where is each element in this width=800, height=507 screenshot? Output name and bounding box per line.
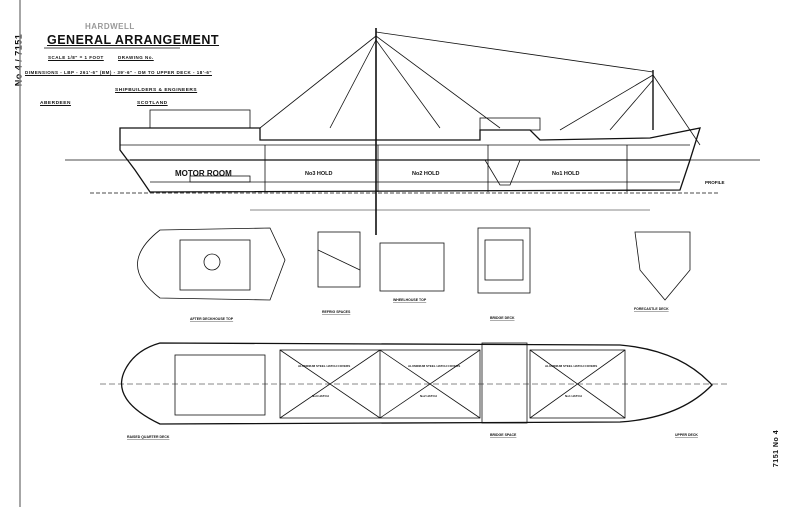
- drawing-title: GENERAL ARRANGEMENT: [47, 33, 220, 47]
- hatch-cover-label: ALUMINIUM STEEL HATCH COVERS: [298, 364, 350, 368]
- plan-view-hull: [100, 342, 730, 425]
- after-deckhouse-top-view: [137, 227, 286, 301]
- profile-hull: [65, 109, 760, 211]
- hatch-cover-label: ALUMINIUM STEEL HATCH COVERS: [408, 364, 460, 368]
- hatch-label: No2 HATCH: [420, 394, 437, 398]
- header-faint: HARDWELL: [85, 22, 135, 31]
- hatch-cover-label: ALUMINIUM STEEL HATCH COVERS: [545, 364, 597, 368]
- drawing-number: DRAWING No.: [118, 55, 154, 60]
- builder-text: SHIPBUILDERS & ENGINEERS: [115, 88, 198, 93]
- label-bridge-space: BRIDGE SPACE: [490, 433, 517, 437]
- rigging: [259, 28, 701, 235]
- wheelhouse-top-view: [379, 242, 445, 292]
- label-profile: PROFILE: [705, 180, 725, 185]
- city-text: ABERDEEN: [40, 101, 71, 106]
- label-refrig-spaces: REFRIG SPACES: [322, 310, 351, 314]
- label-after-deckhouse-top: AFTER DECKHOUSE TOP: [190, 317, 234, 321]
- label-no2-hold: No2 HOLD: [412, 171, 440, 177]
- bridge-deck-view: [477, 227, 531, 294]
- label-no3-hold: No3 HOLD: [305, 171, 333, 177]
- hatch-label: No1 HATCH: [565, 394, 582, 398]
- scale-text: SCALE 1/8" = 1 FOOT: [48, 55, 104, 60]
- dimensions-text: DIMENSIONS - LBP - 261'-6" (BM) - 39'-6"…: [25, 70, 212, 75]
- forecastle-deck-view: [634, 231, 691, 301]
- label-bridge-deck: BRIDGE DECK: [490, 316, 515, 320]
- label-wheelhouse-top: WHEELHOUSE TOP: [393, 298, 427, 302]
- label-raised-quarter-deck: RAISED QUARTER DECK: [127, 435, 170, 439]
- hatch-label: No3 HATCH: [312, 394, 329, 398]
- label-forecastle-deck: FORECASTLE DECK: [634, 307, 669, 311]
- label-no1-hold: No1 HOLD: [552, 171, 580, 177]
- refrig-spaces-view: [317, 231, 361, 288]
- country-text: SCOTLAND: [137, 101, 168, 106]
- label-motor-room: MOTOR ROOM: [175, 169, 232, 178]
- label-upper-deck: UPPER DECK: [675, 433, 698, 437]
